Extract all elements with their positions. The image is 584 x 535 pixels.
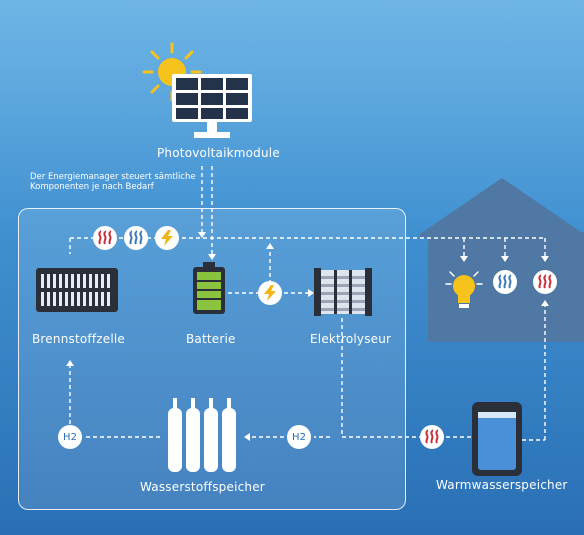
electrolyzer-label: Elektrolyseur: [310, 332, 392, 346]
warm-water-storage-label: Warmwasserspeicher: [436, 478, 568, 492]
bolt-icon: [155, 226, 179, 250]
heat-icon-house: [533, 270, 557, 294]
water-icon-house: [493, 270, 517, 294]
water-icon: [124, 226, 148, 250]
electrolyzer-icon: [314, 268, 372, 316]
water-tank-icon: [472, 402, 522, 476]
h2-text-mid: H2: [292, 431, 306, 443]
bolt-icon-battery: [258, 281, 282, 305]
energy-manager-note: Der Energiemanager steuert sämtliche Kom…: [30, 172, 196, 192]
solar-panel-icon: [172, 74, 252, 138]
h2-text-left: H2: [63, 431, 77, 443]
heat-icon: [93, 226, 117, 250]
battery-icon: [193, 262, 225, 314]
house-icon: [420, 178, 584, 238]
pv-label: Photovoltaikmodule: [157, 146, 280, 160]
fuel-cell-label: Brennstoffzelle: [32, 332, 125, 346]
h2-badge-mid: H2: [287, 425, 311, 449]
battery-label: Batterie: [186, 332, 236, 346]
heat-icon-tank: [420, 425, 444, 449]
bulb-icon: [445, 271, 483, 308]
hydrogen-tanks-icon: [168, 398, 236, 472]
h2-badge-left: H2: [58, 425, 82, 449]
hydrogen-storage-label: Wasserstoffspeicher: [140, 480, 265, 494]
fuel-cell-icon: [36, 268, 118, 312]
